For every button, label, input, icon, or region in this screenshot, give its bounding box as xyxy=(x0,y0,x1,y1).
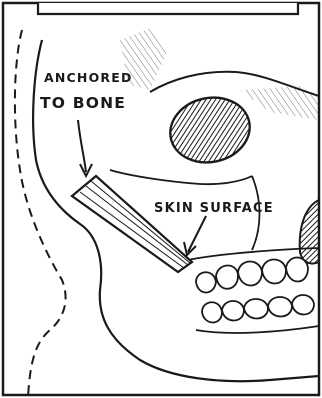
label-anchored-line2: TO BONE xyxy=(40,94,126,112)
anchored-arrow xyxy=(78,120,92,176)
muscle-band xyxy=(72,176,192,272)
label-skin-surface: SKIN SURFACE xyxy=(154,201,274,216)
lower-gum-line xyxy=(196,326,319,333)
teeth xyxy=(196,258,314,323)
cheek-line xyxy=(110,170,252,184)
nasal-cavity xyxy=(300,200,319,264)
skin-surface-arrow xyxy=(184,216,206,255)
eye-socket xyxy=(164,90,256,169)
label-anchored-line1: ANCHORED xyxy=(44,70,133,85)
caption-box xyxy=(38,3,298,14)
skin-outline-dashed xyxy=(15,30,66,398)
